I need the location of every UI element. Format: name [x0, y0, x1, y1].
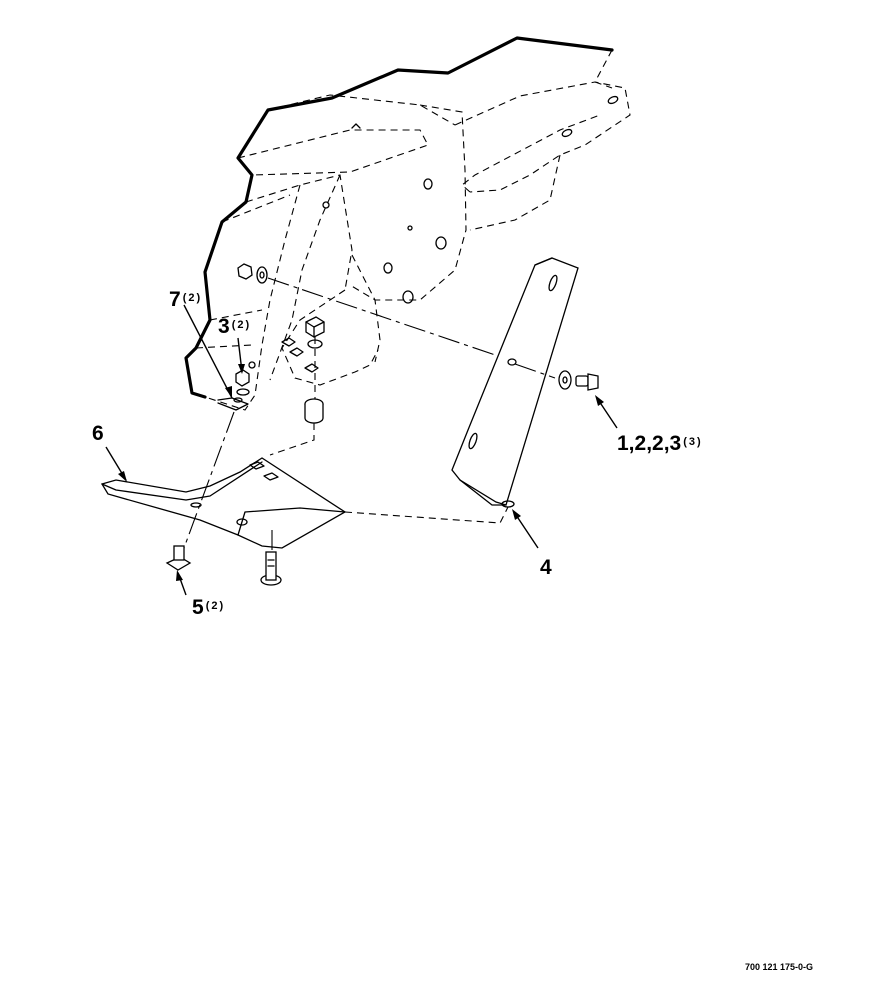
callout-quantity: (3) [683, 436, 703, 448]
callout-item-7: 7(2) [169, 289, 202, 310]
leader-lines [105, 304, 618, 596]
spacer-bushing [304, 404, 324, 424]
hardware-stack [269, 316, 325, 456]
callout-number: 6 [92, 422, 104, 445]
frame-break-edge [184, 36, 614, 399]
callout-quantity: (2) [231, 319, 252, 331]
skid-plate [101, 457, 509, 549]
callout-item-6: 6 [92, 423, 106, 444]
callout-number: 5 [192, 596, 204, 619]
carriage-bolts [165, 411, 282, 586]
small-nut-hardware [217, 369, 250, 411]
callout-number: 3 [218, 315, 230, 338]
callout-quantity: (2) [182, 292, 203, 304]
callout-quantity: (2) [205, 600, 226, 612]
side-plate [451, 257, 579, 508]
callout-number: 1,2,2,3 [617, 432, 682, 455]
callout-number: 4 [540, 556, 552, 579]
callout-item-3: 3(2) [218, 316, 251, 337]
mounting-bracket [281, 254, 381, 386]
upper-nut-washer [237, 263, 511, 361]
bolt-assembly [514, 363, 599, 391]
callout-item-5: 5(2) [192, 597, 225, 618]
callout-items-1-2-2-3: 1,2,2,3(3) [617, 433, 703, 454]
frame-housing [184, 36, 631, 411]
callout-number: 7 [169, 288, 181, 311]
callout-item-4: 4 [540, 557, 554, 578]
figure-reference-number: 700 121 175-0-G [745, 962, 814, 972]
